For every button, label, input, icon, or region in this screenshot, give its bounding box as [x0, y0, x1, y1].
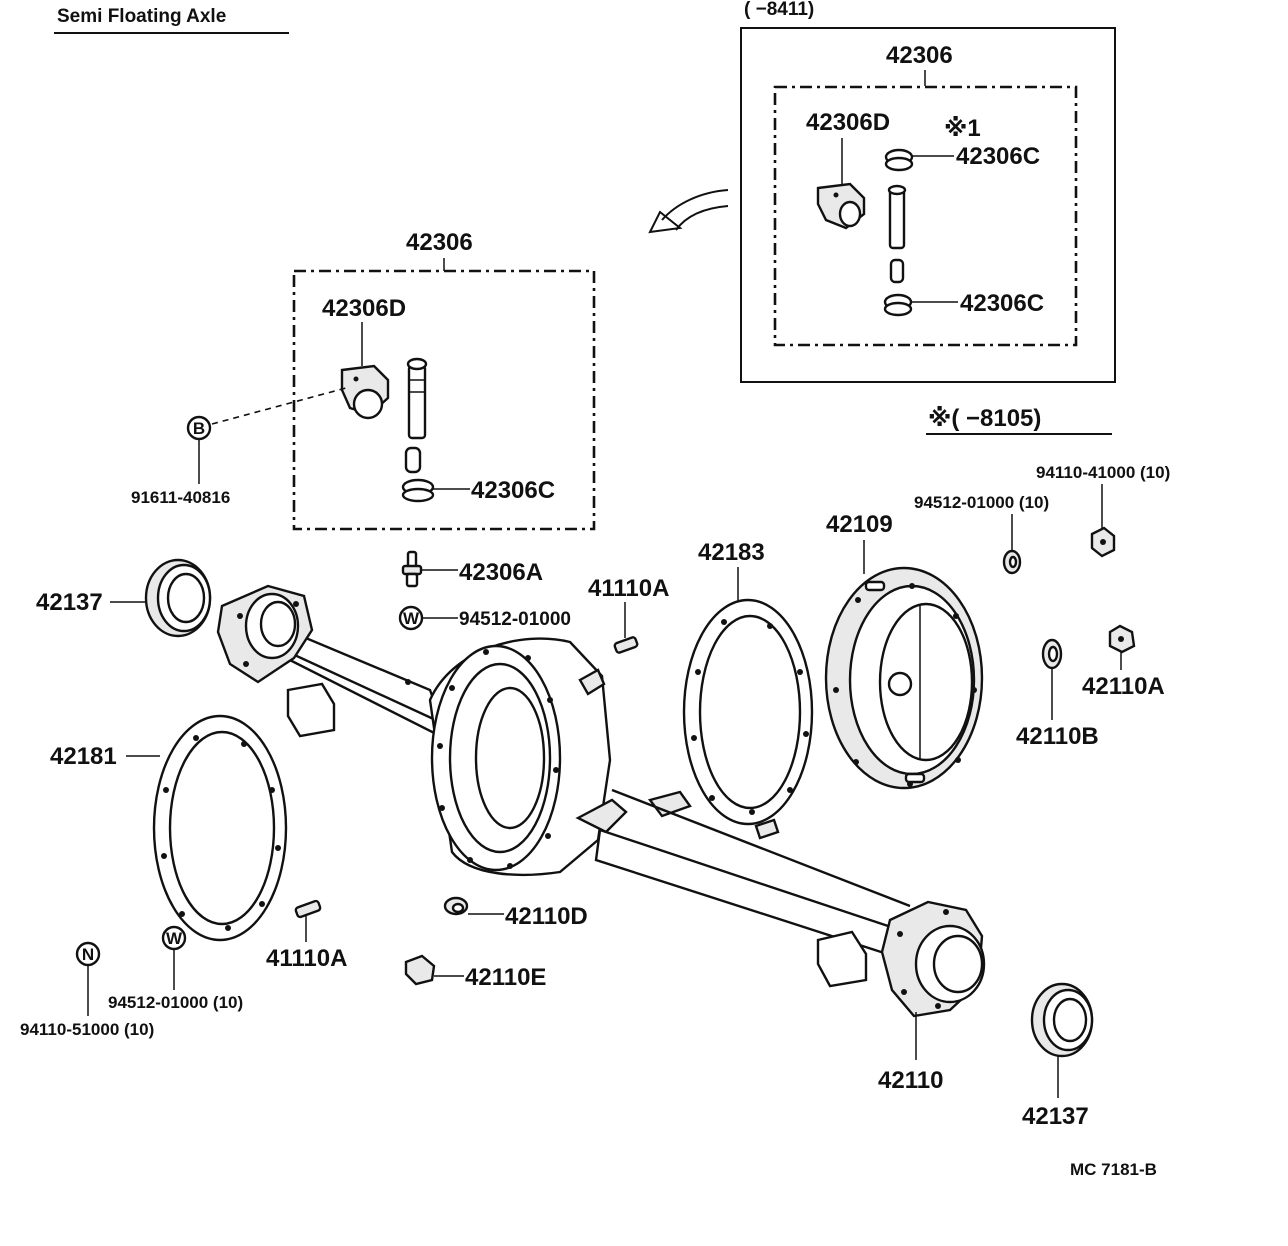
inset-assembly-label: 42306 — [886, 42, 953, 69]
plug-a-label: 42110A — [1082, 673, 1165, 700]
main-bracket-part — [340, 364, 390, 420]
breather-plug-label: 42306A — [459, 559, 543, 586]
main-part-d-label: 42306D — [322, 295, 406, 322]
nut-top-part-label: 94110-41000 (10) — [1036, 463, 1170, 482]
washer-w2-symbol: W — [166, 929, 183, 948]
bolt-part-label: 91611-40816 — [131, 488, 230, 507]
plug-d-label: 42110D — [505, 903, 588, 930]
inset-assembly-dash-box — [773, 85, 1078, 347]
gasket-right-part — [682, 598, 814, 840]
stud-top-part — [613, 636, 639, 654]
washer-bottom-part-label: 94512-01000 (10) — [108, 993, 243, 1012]
diagram-code: MC 7181-B — [1070, 1160, 1157, 1179]
gasket-right-label: 42183 — [698, 539, 765, 566]
inset-shaft-part — [887, 184, 907, 284]
inset-clip-bottom-part — [883, 293, 913, 317]
bolt-b-symbol-circle — [186, 415, 212, 441]
inset-range-label: ( −8411) — [744, 0, 814, 20]
nut-top-part — [1090, 526, 1116, 558]
main-clip-label: 42306C — [471, 477, 555, 504]
stud-bottom-part — [294, 899, 322, 919]
washer-part-label: 94512-01000 — [459, 609, 571, 630]
gasket-left-part — [152, 714, 288, 942]
nut-n-symbol: N — [82, 945, 94, 964]
footnote-label: ※( −8105) — [928, 405, 1041, 432]
bolt-dashed-leader — [211, 387, 347, 425]
main-assembly-label: 42306 — [406, 229, 473, 256]
washer-top-part-label: 94512-01000 (10) — [914, 493, 1049, 512]
seal-left-label: 42137 — [36, 589, 103, 616]
axle-housing-part — [216, 584, 986, 1018]
cover-label: 42109 — [826, 511, 893, 538]
plug-e-part — [404, 954, 436, 986]
main-shaft-part — [404, 357, 428, 474]
inset-bracket-part — [816, 182, 866, 230]
bolt-b-symbol: B — [193, 419, 205, 438]
inset-part-d-label: 42306D — [806, 109, 890, 136]
inset-box — [740, 27, 1116, 383]
plug-e-label: 42110E — [465, 964, 546, 991]
washer-w-symbol: W — [403, 609, 420, 628]
curved-arrow-icon — [648, 189, 729, 234]
inset-note-mark: ※1 — [944, 115, 981, 142]
plug-a-part — [1108, 624, 1136, 654]
washer-w-symbol-circle — [398, 605, 424, 631]
inset-clip-top-label: 42306C — [956, 143, 1040, 170]
washer-w2-symbol-circle — [161, 925, 187, 951]
washer-top-part — [1002, 549, 1022, 575]
stud-top-label: 41110A — [588, 575, 669, 602]
main-assembly-dash-box — [292, 269, 596, 531]
gasket-left-label: 42181 — [50, 743, 117, 770]
cover-part — [824, 566, 984, 790]
plug-d-part — [443, 896, 469, 916]
seal-right-label: 42137 — [1022, 1103, 1089, 1130]
diagram-title: Semi Floating Axle — [57, 6, 226, 27]
gasket-b-part — [1041, 638, 1063, 670]
seal-right-part — [1030, 982, 1094, 1058]
nut-part-label: 94110-51000 (10) — [20, 1020, 154, 1039]
gasket-b-label: 42110B — [1016, 723, 1099, 750]
stud-bottom-label: 41110A — [266, 945, 347, 972]
inset-clip-bottom-label: 42306C — [960, 290, 1044, 317]
breather-plug-part — [401, 550, 423, 588]
seal-left-part — [144, 558, 212, 638]
nut-n-symbol-circle — [75, 941, 101, 967]
inset-clip-top-part — [884, 148, 914, 172]
main-clip-part — [401, 478, 435, 503]
housing-label: 42110 — [878, 1067, 943, 1094]
